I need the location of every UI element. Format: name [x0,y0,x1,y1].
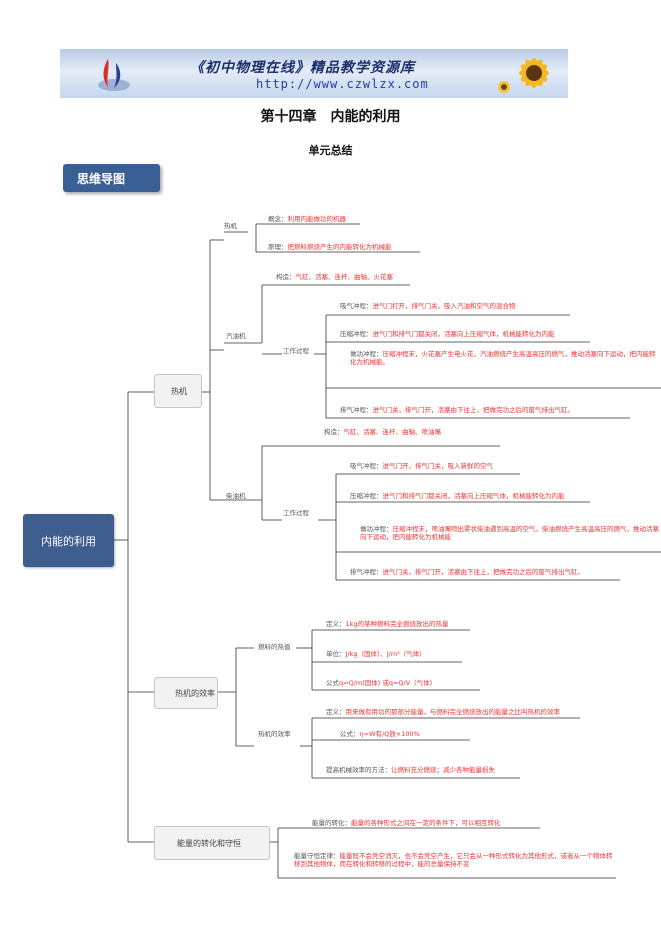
leaf-gas-intake-value: 进气门打开，排气门关，吸入汽油和空气的混合物 [372,302,516,310]
section-title: 单元总结 [308,144,353,157]
leaf-principle: 原理：把燃料燃烧产生的内能转化为机械能 [268,241,392,251]
leaf-die-structure-key: 构造： [324,428,344,436]
leaf-eff-formula-key: 公式： [340,730,360,738]
leaf-gas-structure: 构造：气缸、活塞、连杆、曲轴、火花塞 [276,271,393,281]
leaf-gas-exhaust-key: 排气冲程： [340,406,373,414]
leaf-eff-improve: 提高机械效率的方法：让燃料充分燃烧；减少各种能量损失 [326,764,495,774]
leaf-die-intake: 吸气冲程：进气门开，排气门关，吸入新鲜的空气 [350,460,493,470]
mindmap-root: 内能的利用 [23,514,114,567]
leaf-hv-formula-value: q=Q/m(固体) 或q=Q/V（气体） [339,679,437,687]
leaf-eff-def: 定义：用来做有用功的那部分能量，与燃料完全燃烧放出的能量之比叫热机的效率 [326,706,560,716]
leaf-gas-power-key: 做功冲程： [350,350,383,358]
leaf-hv-formula-key: 公式 [326,679,339,687]
leaf-die-structure: 构造：气缸、活塞、连杆、曲轴、喷油嘴 [324,426,441,436]
leaf-concept: 概念：利用内能做功的机器 [268,213,346,223]
node-gas-process: 工作过程 [283,347,309,355]
leaf-gas-compress-value: 进气门和排气门都关闭，活塞向上压缩气体，机械能转化为内能 [372,330,555,338]
leaf-eff-formula-value: η=W有/Q放×100% [359,730,420,738]
chapter-title: 第十四章 内能的利用 [260,109,401,125]
leaf-die-power-value: 压缩冲程末，喷油嘴喷出雾状柴油遇到高温的空气，柴油燃烧产生高温高压的燃气，推动活… [360,525,659,541]
node-heat-engine: 热机 [224,222,237,230]
leaf-conservation: 能量守恒定律：能量既不会凭空消灭，也不会凭空产生，它只会从一种形式转化为其他形式… [294,852,614,876]
node-gasoline-engine: 汽油机 [226,332,246,340]
header-banner: 《初中物理在线》精品教学资源库 http://www.czwlzx.com [60,49,568,98]
leaf-die-power: 做功冲程：压缩冲程末，喷油嘴喷出雾状柴油遇到高温的空气，柴油燃烧产生高温高压的燃… [360,525,661,541]
leaf-hv-unit: 单位：J/kg（固体）、J/m³（气体） [326,648,426,658]
leaf-gas-exhaust-value: 进气门关，排气门开，活塞由下往上，把做完功之后的废气排出气缸。 [372,406,575,414]
leaf-conservation-key: 能量守恒定律： [294,852,340,860]
node-engine-efficiency: 热机的效率 [258,730,291,738]
leaf-gas-structure-key: 构造： [276,273,296,281]
leaf-hv-def-key: 定义： [326,620,346,628]
node-die-process: 工作过程 [283,509,309,517]
leaf-die-exhaust-value: 进气门关，排气门开，活塞由下往上，把做完功之后的废气排出气缸。 [382,568,585,576]
leaf-hv-def: 定义：1kg的某种燃料完全燃烧放出的热量 [326,618,449,628]
leaf-gas-structure-value: 气缸、活塞、连杆、曲轴、火花塞 [295,273,394,281]
leaf-die-exhaust: 排气冲程：进气门关，排气门开，活塞由下往上，把做完功之后的废气排出气缸。 [350,566,584,576]
leaf-eff-improve-key: 提高机械效率的方法： [326,766,391,774]
leaf-hv-def-value: 1kg的某种燃料完全燃烧放出的热量 [345,620,449,628]
leaf-gas-compress-key: 压缩冲程： [340,330,373,338]
leaf-conversion-value: 能量的各种形式之间在一定的条件下，可以相互转化 [351,819,501,827]
leaf-hv-formula: 公式q=Q/m(固体) 或q=Q/V（气体） [326,677,436,687]
leaf-conversion-key: 能量的转化： [312,819,351,827]
branch-heat-engine: 热机 [154,374,202,408]
leaf-eff-formula: 公式：η=W有/Q放×100% [340,728,420,738]
leaf-concept-key: 概念： [268,215,288,223]
banner-title: 《初中物理在线》精品教学资源库 [190,60,415,76]
leaf-gas-intake-key: 吸气冲程： [340,302,373,310]
leaf-principle-key: 原理： [268,243,288,251]
leaf-die-structure-value: 气缸、活塞、连杆、曲轴、喷油嘴 [343,428,442,436]
leaf-die-power-key: 做功冲程： [360,525,393,533]
sunflower-icon [498,58,549,93]
leaf-principle-value: 把燃料燃烧产生的内能转化为机械能 [287,243,392,251]
branch-energy: 能量的转化和守恒 [154,826,270,860]
leaf-die-intake-key: 吸气冲程： [350,462,383,470]
node-diesel-engine: 柴油机 [226,492,246,500]
leaf-conversion: 能量的转化：能量的各种形式之间在一定的条件下，可以相互转化 [312,817,501,827]
leaf-concept-value: 利用内能做功的机器 [287,215,347,223]
node-heat-value: 燃料的热值 [258,643,291,651]
leaf-die-compress: 压缩冲程：进气门和排气门都关闭，活塞向上压缩气体，机械能转化为内能 [350,490,565,500]
leaf-gas-compress: 压缩冲程：进气门和排气门都关闭，活塞向上压缩气体，机械能转化为内能 [340,328,555,338]
mindmap-badge: 思维导图 [63,164,160,192]
leaf-die-intake-value: 进气门开，排气门关，吸入新鲜的空气 [382,462,494,470]
leaf-die-compress-value: 进气门和排气门都关闭，活塞向上压缩气体，机械能转化为内能 [382,492,565,500]
leaf-hv-unit-value: J/kg（固体）、J/m³（气体） [345,650,426,658]
banner-url: http://www.czwlzx.com [256,77,429,91]
branch-efficiency: 热机的效率 [154,677,218,709]
leaf-gas-power: 做功冲程：压缩冲程末，火花塞产生电火花，汽油燃烧产生高温高压的燃气，推动活塞向下… [350,350,661,366]
leaf-eff-def-key: 定义： [326,708,346,716]
leaf-gas-power-value: 压缩冲程末，火花塞产生电火花，汽油燃烧产生高温高压的燃气，推动活塞向下运动，把内… [350,350,656,366]
leaf-eff-improve-value: 让燃料充分燃烧；减少各种能量损失 [391,766,495,774]
leaf-gas-exhaust: 排气冲程：进气门关，排气门开，活塞由下往上，把做完功之后的废气排出气缸。 [340,404,574,414]
site-logo-icon [98,59,130,91]
leaf-die-compress-key: 压缩冲程： [350,492,383,500]
leaf-eff-def-value: 用来做有用功的那部分能量，与燃料完全燃烧放出的能量之比叫热机的效率 [345,708,561,716]
leaf-conservation-value: 能量既不会凭空消灭，也不会凭空产生，它只会从一种形式转化为其他形式，或者从一个物… [294,852,613,868]
leaf-die-exhaust-key: 排气冲程： [350,568,383,576]
leaf-hv-unit-key: 单位： [326,650,346,658]
leaf-gas-intake: 吸气冲程：进气门打开，排气门关，吸入汽油和空气的混合物 [340,300,516,310]
